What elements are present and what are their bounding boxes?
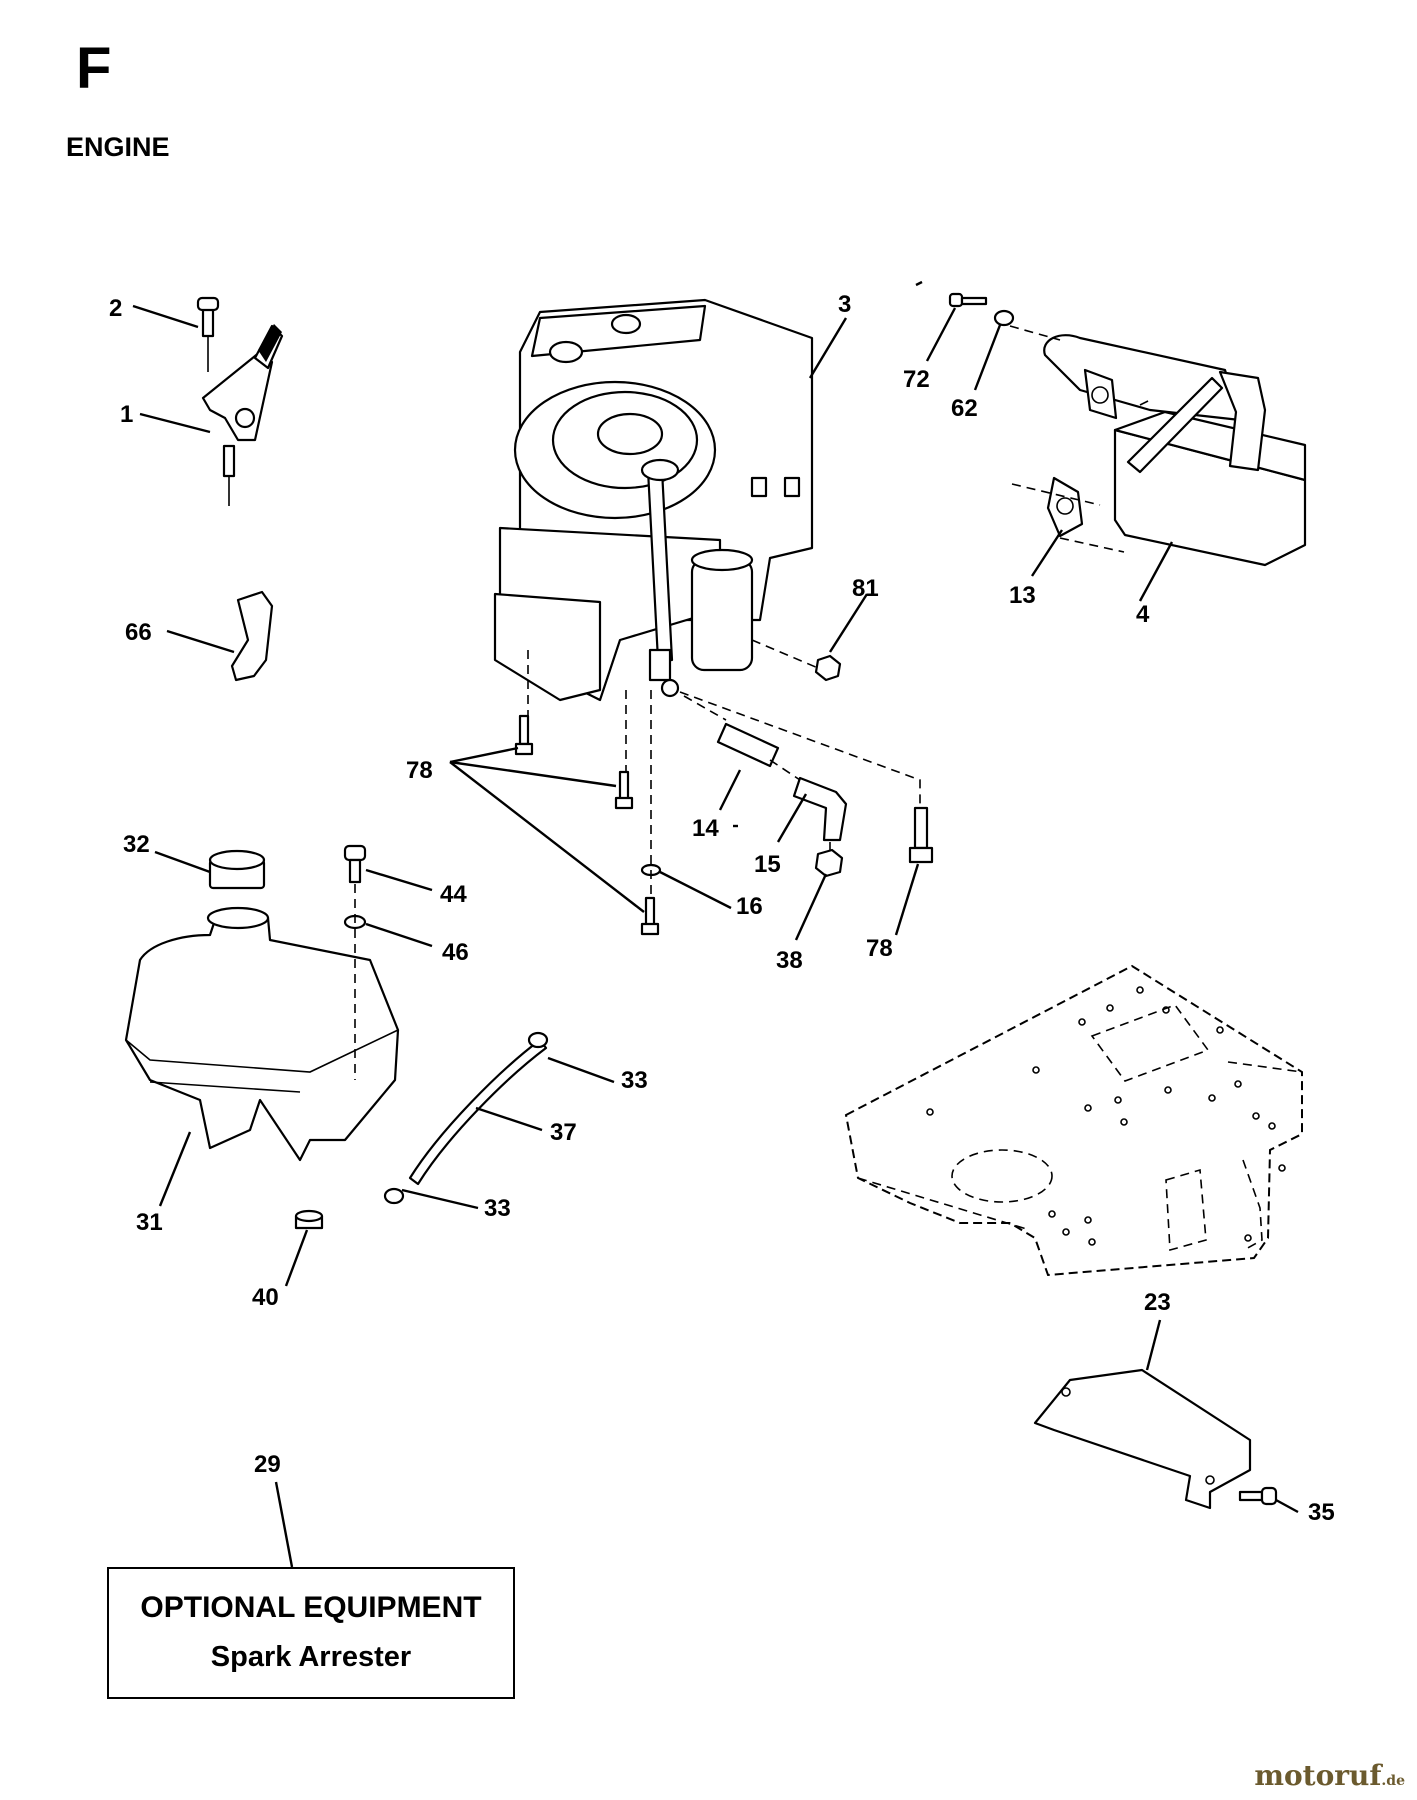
callout-32: 32: [123, 831, 150, 858]
gasket-part: [1046, 476, 1084, 538]
callout-66: 66: [125, 619, 152, 646]
washer-part: [993, 309, 1015, 327]
callout-37: 37: [550, 1119, 577, 1146]
clip-part: [230, 590, 274, 682]
callout-40: 40: [252, 1284, 279, 1311]
screw-part: [1238, 1486, 1278, 1506]
muffler-part: [1043, 334, 1307, 567]
optional-equipment-item: Spark Arrester: [210, 1641, 412, 1673]
nut-part: [814, 848, 844, 878]
section-title: ENGINE: [66, 132, 170, 162]
callout-78: 78: [866, 935, 893, 962]
optional-equipment-title: OPTIONAL EQUIPMENT: [140, 1591, 482, 1624]
frame-part: [844, 964, 1303, 1277]
callout-4: 4: [1136, 601, 1150, 628]
callout-29: 29: [254, 1451, 281, 1478]
callout-23: 23: [1144, 1289, 1171, 1316]
screw-part: [343, 844, 367, 884]
callout-62: 62: [951, 395, 978, 422]
callout-46: 46: [442, 939, 469, 966]
callout-13: 13: [1009, 582, 1036, 609]
bolt-part: [514, 714, 534, 756]
watermark-brand: motoruf: [1254, 1759, 1382, 1792]
bolt-part: [640, 896, 660, 936]
nut-part: [814, 654, 842, 682]
bolt-part: [908, 806, 934, 864]
callout-3: 3: [838, 291, 851, 318]
heat-shield-part: [1033, 1368, 1252, 1510]
optional-equipment-box: OPTIONAL EQUIPMENT Spark Arrester: [107, 1567, 515, 1699]
elbow-part: [792, 776, 848, 842]
callout-72: 72: [903, 366, 930, 393]
hose-clamp-part: [527, 1031, 549, 1049]
callout-38: 38: [776, 947, 803, 974]
watermark-tld: .de: [1381, 1773, 1405, 1789]
callout-35: 35: [1308, 1499, 1335, 1526]
hose-clamp-part: [383, 1187, 405, 1205]
callout-33: 33: [484, 1195, 511, 1222]
callout-2: 2: [109, 295, 122, 322]
leader-lines: [132, 280, 1299, 1568]
bolt-part: [614, 770, 634, 810]
callout-15: 15: [754, 851, 781, 878]
section-letter: F: [76, 36, 112, 101]
callout-labels: 2 1 66 3 72 62 13 4 81 78 14 15 16 38 78…: [109, 291, 1335, 1526]
callout-78: 78: [406, 757, 433, 784]
callout-44: 44: [440, 881, 467, 908]
callout-14: 14: [692, 815, 719, 842]
watermark-logo: motoruf.de: [1254, 1759, 1405, 1792]
oil-drain-pipe-part: [716, 722, 780, 768]
fuel-line-part: [408, 1038, 548, 1186]
callout-81: 81: [852, 575, 879, 602]
callout-33: 33: [621, 1067, 648, 1094]
throttle-control-part: [196, 296, 284, 506]
engine-part: [493, 298, 814, 702]
callout-31: 31: [136, 1209, 163, 1236]
fuel-tank-part: [124, 906, 400, 1162]
bolt-part: [948, 292, 988, 308]
callout-1: 1: [120, 401, 133, 428]
callout-16: 16: [736, 893, 763, 920]
fuel-cap-part: [208, 849, 266, 890]
spacer-part: [294, 1209, 324, 1230]
